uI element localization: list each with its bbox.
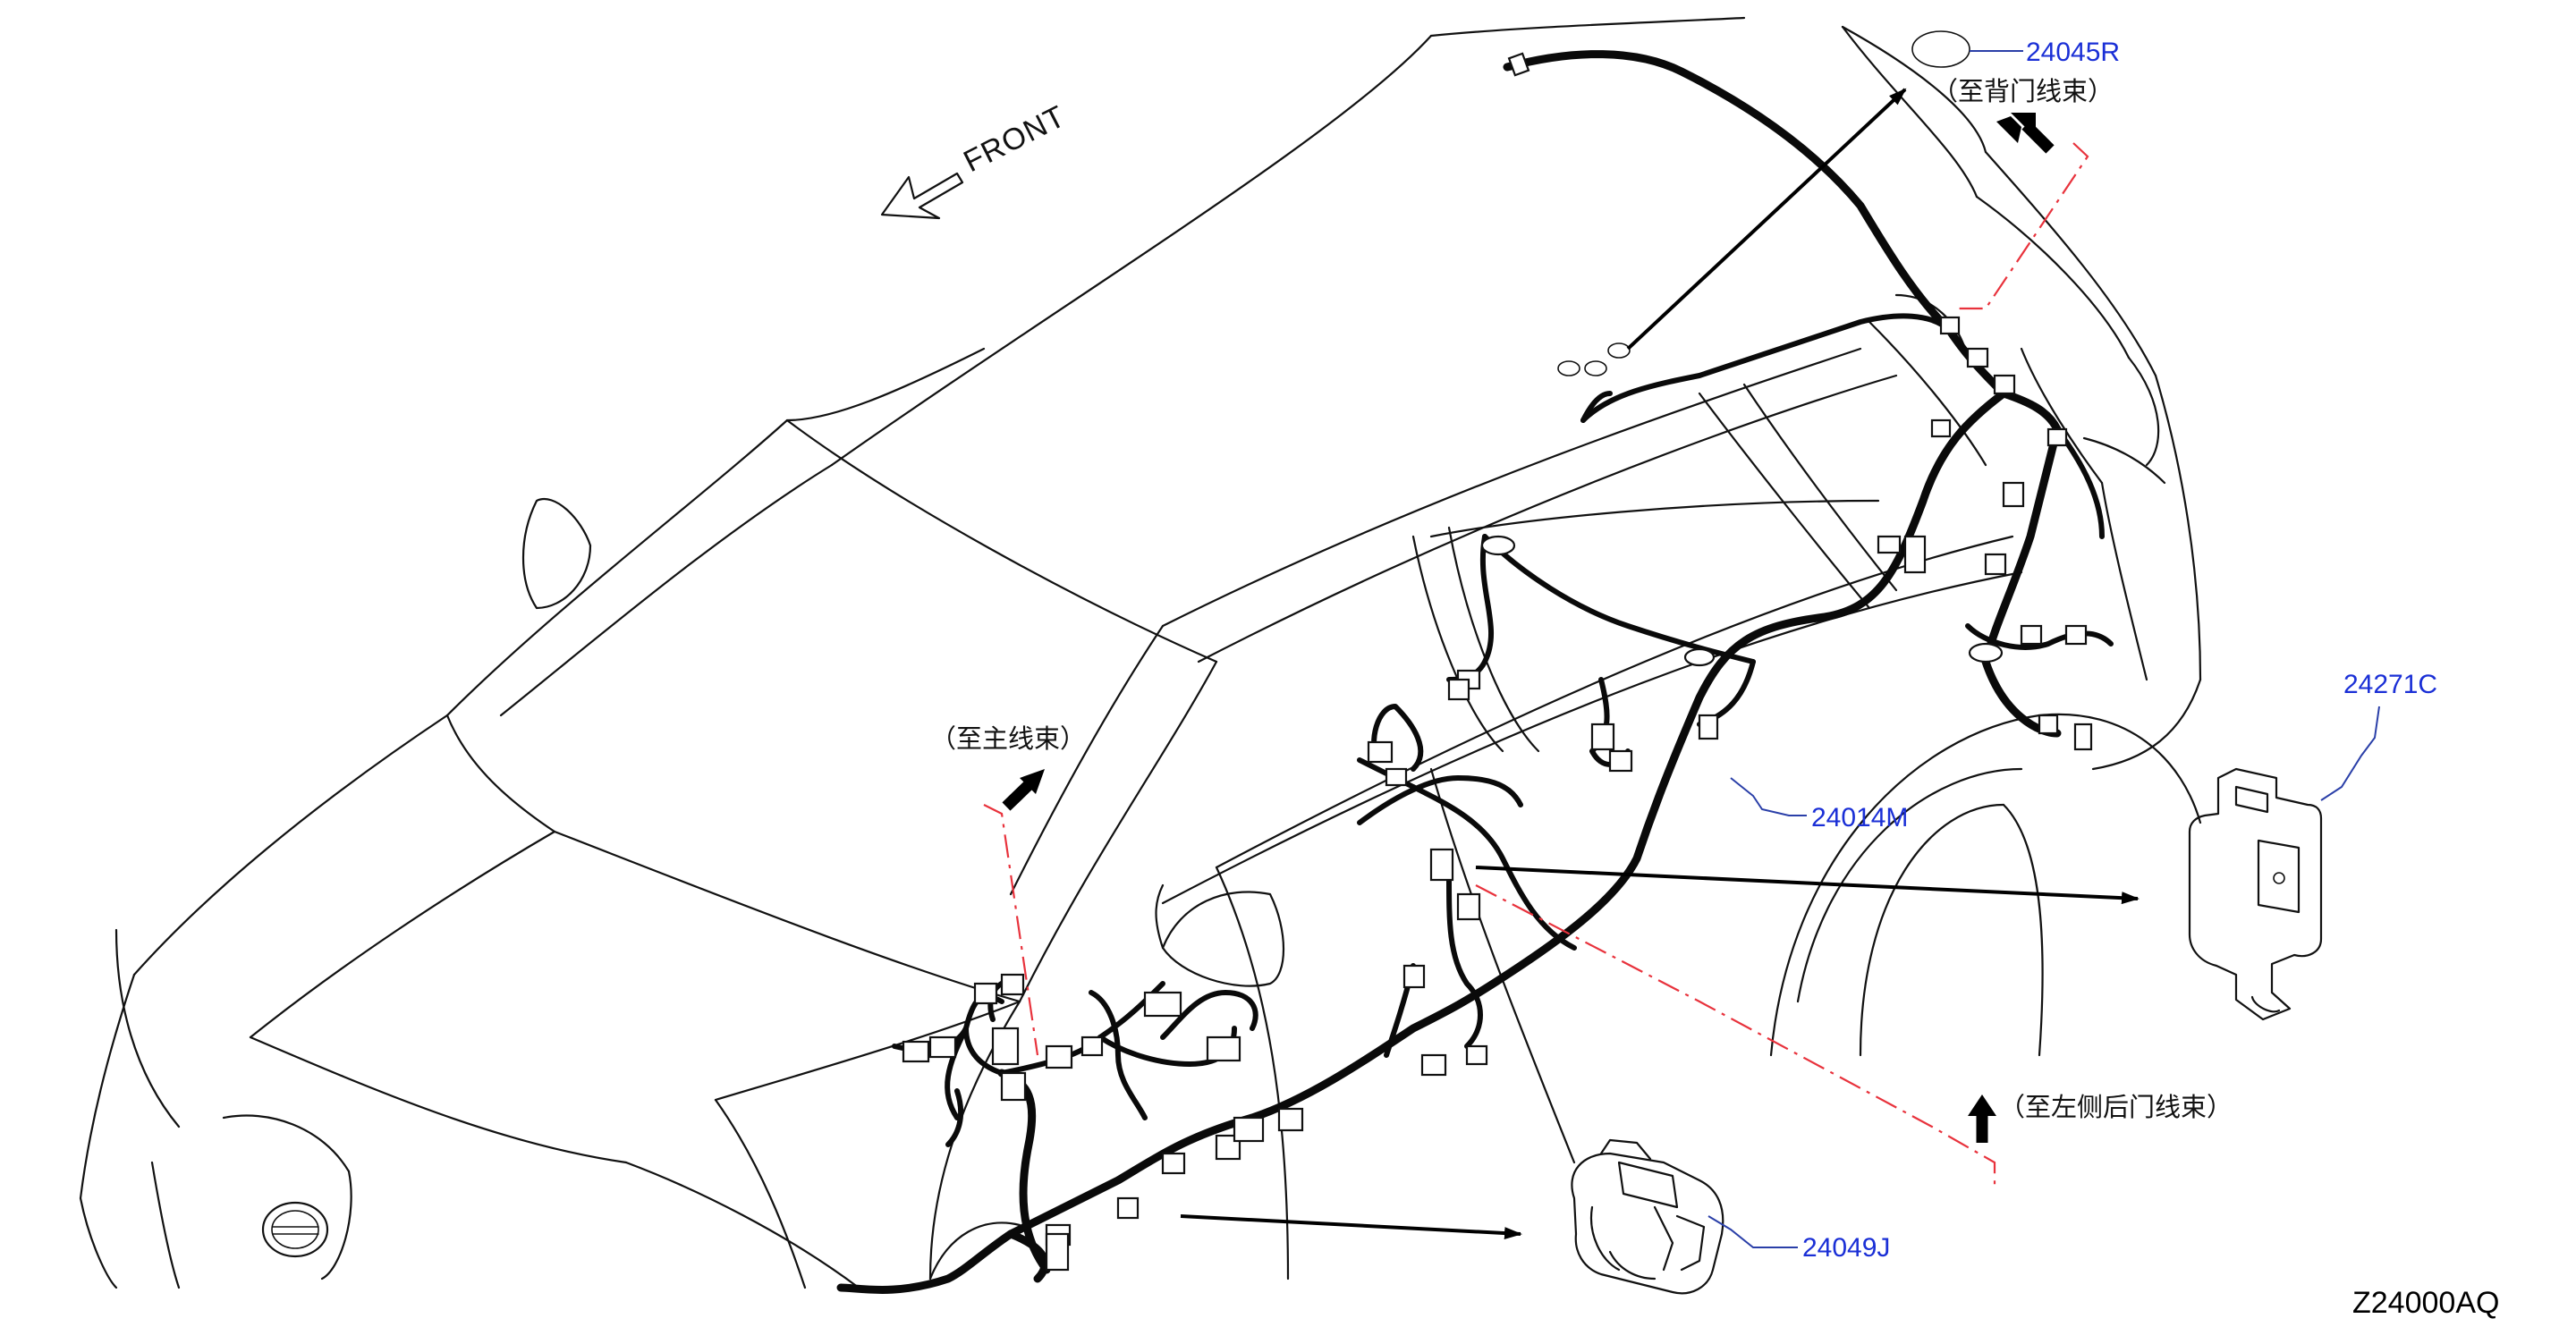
front-direction-indicator: FRONT: [880, 99, 1071, 220]
body-harness-24014m: [836, 50, 2114, 1294]
part-number-24271c: 24271C: [2343, 670, 2437, 699]
reference-arrows: [1180, 88, 2140, 1240]
part-24271c-bracket: 24271C: [2188, 670, 2437, 1021]
reference-dash-lines: [983, 142, 2089, 1189]
vehicle-body-outline: [79, 16, 2202, 1289]
part-number-24049j: 24049J: [1802, 1233, 1890, 1263]
part-24014m-label: 24014M: [1730, 777, 1908, 833]
note-to-rear-left-door: （至左侧后门线束）: [1999, 1092, 2233, 1122]
note-to-main-harness: （至主线束）: [930, 723, 1086, 754]
harness-connectors: [902, 52, 2093, 1272]
note-to-back-door: （至背门线束）: [1932, 76, 2114, 106]
part-24045r-grommet: 24045R （至背门线束）: [1911, 30, 2120, 106]
figure-code: Z24000AQ: [2352, 1286, 2499, 1320]
front-label: FRONT: [958, 99, 1071, 179]
part-number-24045r: 24045R: [2026, 38, 2120, 67]
harness-direction-arrows: [1002, 113, 2055, 1143]
part-24049j-clip: 24049J: [1571, 1138, 1890, 1295]
part-number-24014m: 24014M: [1811, 803, 1908, 833]
